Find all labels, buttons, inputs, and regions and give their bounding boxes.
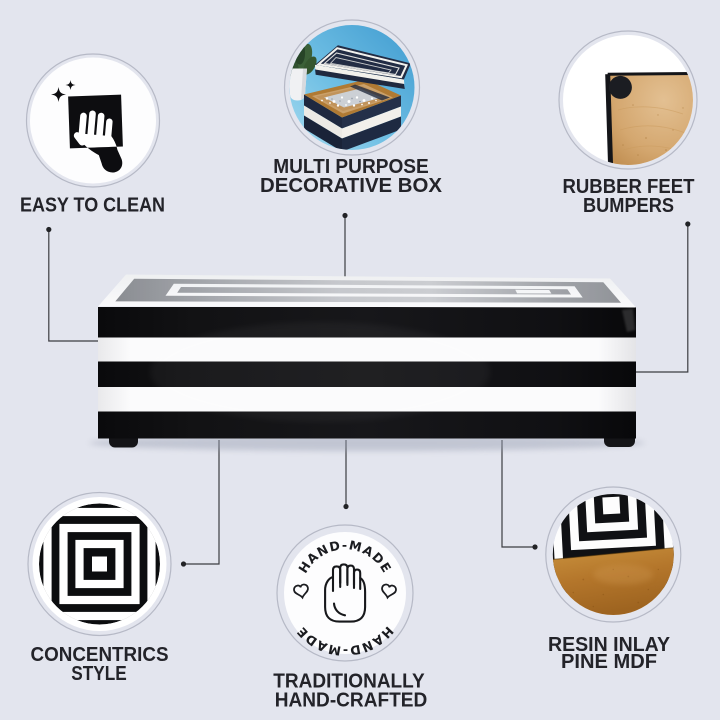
connector-rubber-feet	[636, 224, 689, 373]
hand-made-ring	[276, 524, 414, 662]
open-box-lid	[315, 45, 411, 89]
label-easy-to-clean: EASY TO CLEAN	[20, 195, 165, 217]
multi-purpose-ring	[283, 19, 421, 156]
open-box-base	[304, 79, 401, 150]
label-concentrics-1: CONCENTRICS	[31, 644, 169, 666]
callout-concentrics	[27, 491, 172, 637]
callout-resin-inlay	[545, 486, 682, 623]
rubber-feet-ring	[558, 30, 698, 170]
hand-made-disc	[284, 532, 406, 654]
concentric-squares-icon	[39, 503, 160, 625]
hand-icon	[324, 563, 367, 623]
jewellery-sparkles	[321, 96, 377, 107]
box-front-face	[98, 307, 636, 439]
box-floor-shadow	[89, 435, 645, 451]
cleaning-hand-cloth-icon	[51, 79, 127, 173]
label-concentrics-2: STYLE	[71, 663, 127, 685]
box-white-stripe-2	[98, 387, 636, 412]
connector-lines	[48, 215, 689, 565]
label-resin-inlay-2: PINE MDF	[561, 651, 657, 673]
rubber-foot	[608, 75, 632, 99]
box-top-face	[98, 274, 636, 308]
product-box-image	[89, 274, 645, 451]
connector-dots	[46, 212, 691, 567]
easy-to-clean-ring	[25, 53, 161, 188]
label-rubber-feet-2: BUMPERS	[583, 195, 674, 217]
connector-concentrics	[183, 440, 220, 565]
open-box-photo	[289, 25, 415, 150]
label-multi-purpose-1: MULTI PURPOSE	[273, 156, 429, 178]
label-rubber-feet-1: RUBBER FEET	[563, 176, 695, 198]
concentrics-ring	[27, 491, 172, 637]
callout-multi-purpose	[283, 19, 421, 156]
label-hand-crafted-1: TRADITIONALLY	[273, 671, 425, 693]
wood-speckles	[622, 104, 684, 156]
label-multi-purpose-2: DECORATIVE BOX	[260, 175, 443, 197]
label-hand-crafted-2: HAND-CRAFTED	[275, 690, 428, 712]
label-resin-inlay-1: RESIN INLAY	[548, 634, 671, 656]
labels: EASY TO CLEAN MULTI PURPOSE DECORATIVE B…	[20, 156, 695, 712]
resin-inlay-ring	[545, 486, 682, 623]
connector-resin-inlay	[501, 440, 535, 548]
box-black-stripe-area	[98, 307, 636, 439]
callout-hand-made: HAND-MADE HAND-MADE	[276, 524, 414, 662]
box-white-stripe-1	[98, 337, 636, 362]
connector-easy-to-clean	[48, 229, 100, 342]
callout-easy-to-clean	[25, 53, 161, 188]
